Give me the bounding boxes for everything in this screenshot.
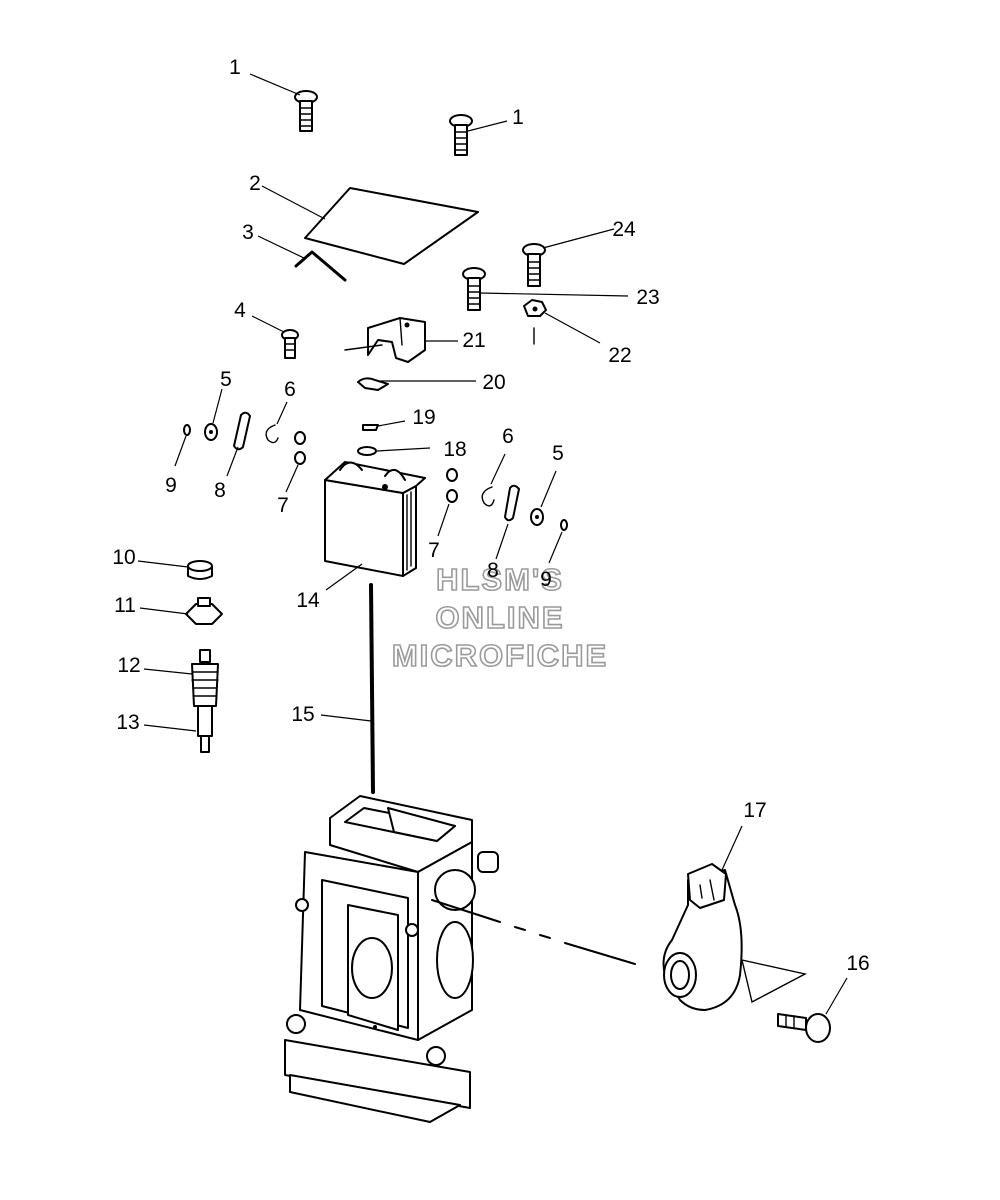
part-clip-20 [357, 377, 389, 391]
part-bushing-7-left-b [294, 451, 306, 465]
part-throttle-lever-17 [662, 863, 808, 1011]
callout-20: 20 [482, 371, 505, 394]
part-spring-19 [362, 424, 379, 431]
part-bushing-7-right-b [446, 489, 458, 503]
callout-4: 4 [234, 299, 246, 322]
part-washer-18 [357, 446, 377, 456]
callout-22: 22 [608, 344, 631, 367]
callout-1-left: 1 [229, 56, 241, 79]
callout-21: 21 [462, 329, 485, 352]
part-screw-1-left [294, 90, 318, 132]
part-bracket-21 [344, 317, 426, 363]
callout-15: 15 [291, 703, 314, 726]
callout-labels: 1 1 2 3 4 5 5 6 6 7 7 8 8 9 9 10 11 12 1… [112, 56, 869, 975]
part-gasket [294, 250, 347, 282]
part-clip-6-right [481, 486, 495, 507]
watermark: HLSM'S ONLINE MICROFICHE [391, 561, 608, 674]
part-screw-23 [462, 267, 486, 311]
callout-8-left: 8 [214, 479, 226, 502]
part-carburetor-body [284, 795, 499, 1123]
watermark-line-3: MICROFICHE [392, 638, 608, 673]
leader-lines [137, 73, 848, 1015]
part-screw-16 [777, 1013, 831, 1043]
callout-12: 12 [117, 654, 140, 677]
callout-6-right: 6 [502, 425, 514, 448]
callout-2: 2 [249, 172, 261, 195]
part-screw-24 [522, 243, 546, 287]
callout-10: 10 [112, 546, 135, 569]
part-screw-4 [281, 329, 299, 359]
part-valve-block-14 [324, 461, 426, 577]
callout-5-left: 5 [220, 368, 232, 391]
callout-3: 3 [242, 221, 254, 244]
callout-16: 16 [846, 952, 869, 975]
watermark-line-1: HLSM'S [436, 562, 564, 597]
part-needle-assembly-12-13 [191, 649, 219, 753]
part-screw-1-right [449, 114, 473, 156]
callout-6-left: 6 [284, 378, 296, 401]
callout-23: 23 [636, 286, 659, 309]
part-cap-10 [187, 560, 213, 580]
callout-1-right: 1 [512, 106, 524, 129]
part-bushing-7-right-a [446, 468, 458, 482]
part-ring-9-right [560, 519, 568, 531]
part-rod-15 [369, 583, 375, 794]
part-link-8-right [504, 484, 520, 522]
part-hexnut-11 [185, 597, 223, 625]
callout-14: 14 [296, 589, 320, 612]
callout-7-right: 7 [428, 539, 440, 562]
shaft-centerline [431, 899, 636, 965]
callout-13: 13 [116, 711, 139, 734]
callout-5-right: 5 [552, 442, 564, 465]
callout-17: 17 [743, 799, 766, 822]
part-nut-22 [523, 299, 547, 345]
part-clip-6-left [265, 424, 279, 444]
part-bushing-7-left-a [294, 431, 306, 445]
part-cover-plate [304, 187, 479, 265]
callout-8-right: 8 [487, 559, 499, 582]
callout-9-right: 9 [540, 568, 552, 591]
callout-9-left: 9 [165, 474, 177, 497]
callout-24: 24 [612, 218, 636, 241]
callout-11: 11 [114, 594, 136, 617]
watermark-line-2: ONLINE [435, 600, 564, 635]
part-link-8-left [233, 411, 251, 451]
part-ring-9-left [183, 424, 191, 436]
callout-19: 19 [412, 406, 435, 429]
callout-7-left: 7 [277, 494, 289, 517]
callout-18: 18 [443, 438, 466, 461]
